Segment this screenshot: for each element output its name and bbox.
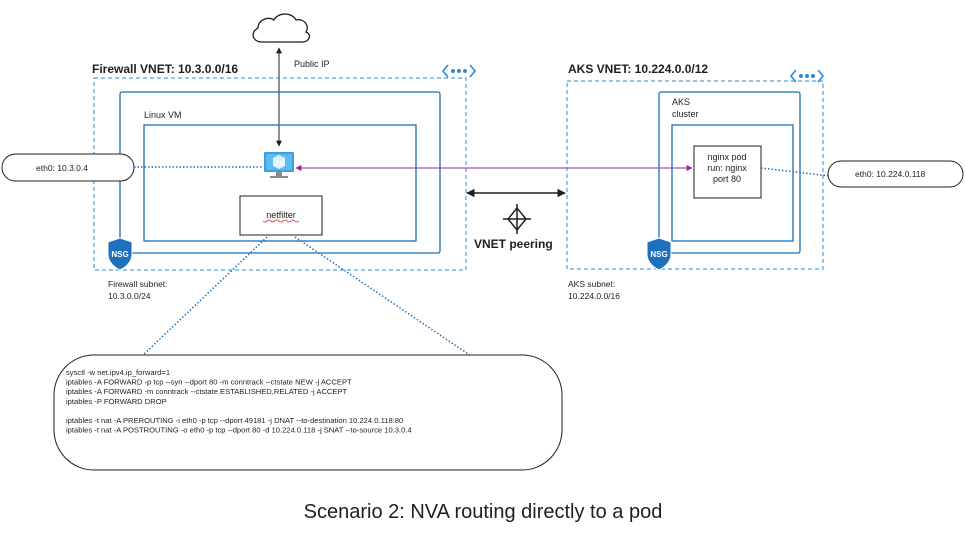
linux-vm-box xyxy=(143,124,417,242)
callout-left xyxy=(141,236,268,357)
command-line: iptables -A FORWARD -m conntrack --ctsta… xyxy=(66,387,348,396)
command-line: iptables -P FORWARD DROP xyxy=(66,397,167,406)
vnet-dots-icon xyxy=(441,64,477,78)
shield-icon xyxy=(646,237,672,271)
aks-cluster-label-line1: AKS xyxy=(672,97,690,107)
virtual-machine-icon xyxy=(264,152,294,178)
iptables-commands-box xyxy=(53,354,563,471)
pod-label-line2: run: nginx xyxy=(707,163,747,173)
callout-right xyxy=(294,236,478,361)
aks-eth0-label: eth0: 10.224.0.118 xyxy=(855,169,926,179)
command-line: iptables -t nat -A POSTROUTING -o eth0 -… xyxy=(66,426,412,435)
aks-cluster-box xyxy=(671,124,794,242)
command-line: iptables -A FORWARD -p tcp --syn --dport… xyxy=(66,378,352,387)
vnet-dots-icon xyxy=(789,69,825,83)
iptables-commands: sysctl -w net.ipv4.ip_forward=1iptables … xyxy=(66,368,412,435)
netfilter-label: netfilter xyxy=(266,210,296,220)
diagram-caption: Scenario 2: NVA routing directly to a po… xyxy=(304,501,663,523)
aks-cluster-label-line2: cluster xyxy=(672,109,699,119)
aks-vnet-title: AKS VNET: 10.224.0.0/12 xyxy=(568,62,708,76)
aks-nsg-label: NSG xyxy=(650,250,667,259)
aks-subnet-label-line2: 10.224.0.0/16 xyxy=(568,291,620,301)
firewall-subnet-label-line1: Firewall subnet: xyxy=(108,279,168,289)
aks-eth0-link xyxy=(760,167,831,177)
firewall-vnet-title: Firewall VNET: 10.3.0.0/16 xyxy=(92,62,238,76)
public-ip-label: Public IP xyxy=(294,59,330,69)
aks-subnet-label-line1: AKS subnet: xyxy=(568,279,615,289)
nginx-pod-box xyxy=(693,145,762,199)
netfilter-underline xyxy=(262,219,300,223)
peering-icon xyxy=(503,204,531,234)
firewall-eth0-label: eth0: 10.3.0.4 xyxy=(36,163,88,173)
linux-vm-label: Linux VM xyxy=(144,110,182,120)
firewall-nsg-label: NSG xyxy=(111,250,128,259)
pod-label-line1: nginx pod xyxy=(707,152,746,162)
netfilter-box xyxy=(239,195,323,236)
shield-icon xyxy=(107,237,133,271)
aks-eth0-pill xyxy=(827,160,964,188)
vnet-peering-label: VNET peering xyxy=(474,237,553,251)
aks-vnet-box xyxy=(566,80,824,270)
firewall-subnet-label-line2: 10.3.0.0/24 xyxy=(108,291,151,301)
command-line: iptables -t nat -A PREROUTING -i eth0 -p… xyxy=(66,416,403,425)
command-line: sysctl -w net.ipv4.ip_forward=1 xyxy=(66,368,170,377)
cloud-icon xyxy=(252,13,311,43)
pod-label-line3: port 80 xyxy=(713,174,741,184)
